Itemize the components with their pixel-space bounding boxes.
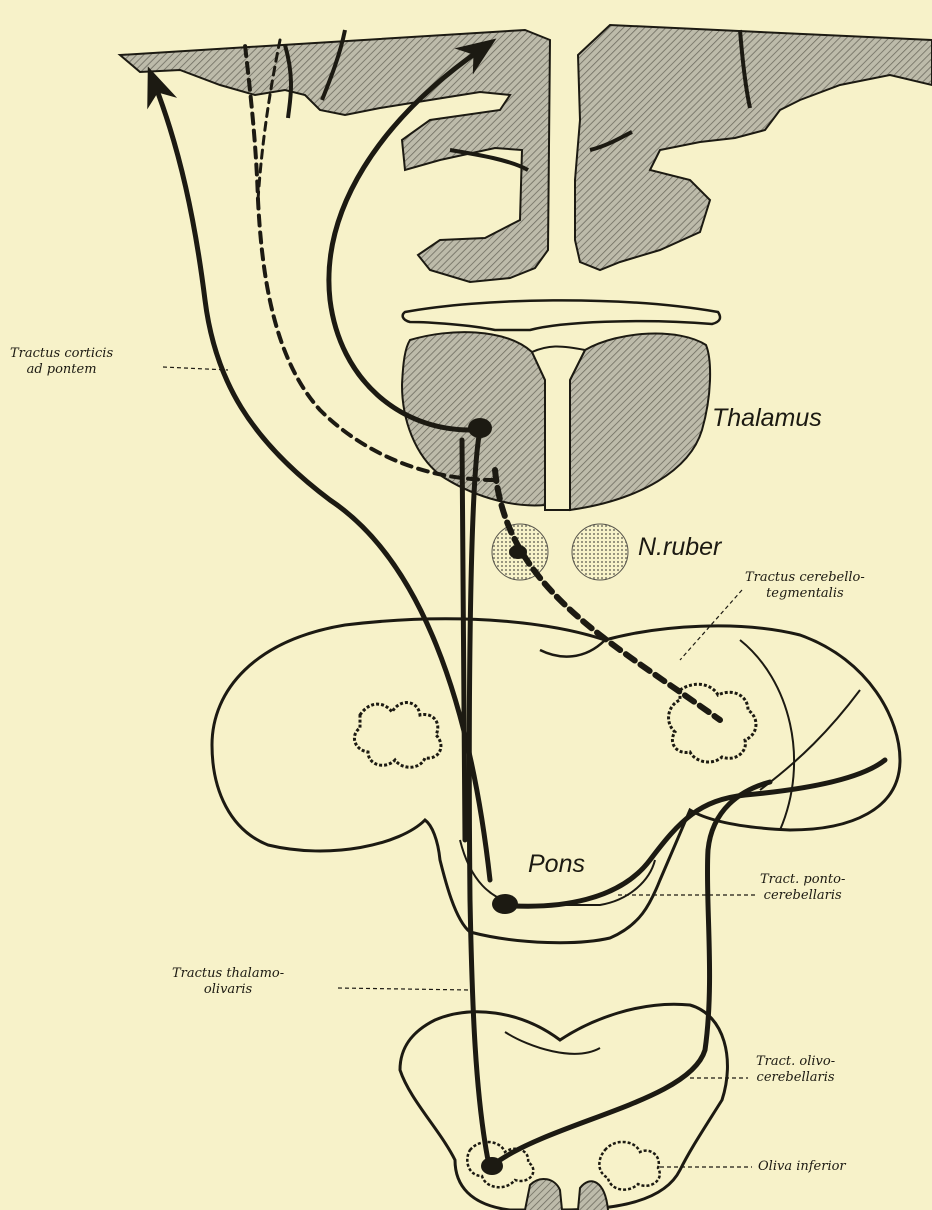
- corpus-callosum: [403, 300, 720, 330]
- label-tract-ponto-cerebellaris: Tract. ponto- cerebellaris: [760, 872, 845, 904]
- thalamus-cell-body: [468, 418, 492, 438]
- cerebellum-fold-1: [740, 640, 794, 830]
- thalamus: [402, 332, 710, 510]
- label-ponto-cerebellaris-line1: Tract. ponto-: [760, 872, 845, 888]
- sulcus-3: [450, 150, 528, 170]
- label-oliva-inferior: Oliva inferior: [758, 1159, 846, 1175]
- pyramids: [525, 1179, 608, 1210]
- central-vertical-path: [462, 440, 465, 840]
- leader-tractus-corticis: [163, 367, 228, 370]
- cerebellum-fold-2: [760, 690, 860, 790]
- dentate-nucleus-right: [669, 684, 756, 762]
- label-thalamo-olivaris-line1: Tractus thalamo-: [172, 966, 284, 982]
- cortex: [120, 25, 932, 282]
- label-thalamo-olivaris-line2: olivaris: [172, 982, 284, 998]
- label-olivo-cerebellaris-line2: cerebellaris: [756, 1070, 835, 1086]
- label-cerebello-tegmentalis-line2: tegmentalis: [745, 586, 865, 602]
- pons-cell-body: [492, 894, 518, 914]
- cerebellum-notch: [540, 640, 605, 657]
- label-tractus-corticis-line1: Tractus corticis: [10, 346, 113, 362]
- label-thalamus: Thalamus: [712, 404, 822, 432]
- oliva-inferior-nucleus-right: [599, 1142, 659, 1190]
- tractus-corticis-path: [155, 85, 490, 880]
- tract-olivo-cerebellaris-path: [500, 782, 770, 1160]
- dentate-nucleus-left: [354, 703, 440, 768]
- cortex-right-hemisphere: [575, 25, 932, 270]
- label-tractus-corticis: Tractus corticis ad pontem: [10, 346, 113, 378]
- label-nucleus-ruber: N.ruber: [638, 533, 721, 561]
- label-tractus-corticis-line2: ad pontem: [10, 362, 113, 378]
- medulla-outline: [400, 1004, 727, 1210]
- label-cerebello-tegmentalis-line1: Tractus cerebello-: [745, 570, 865, 586]
- leader-thalamo-olivaris: [338, 988, 470, 990]
- nucleus-ruber-right: [572, 524, 628, 580]
- olive-cell-body: [481, 1157, 503, 1175]
- label-ponto-cerebellaris-line2: cerebellaris: [760, 888, 845, 904]
- thalamus-right: [570, 334, 710, 510]
- label-tractus-cerebello-tegmentalis: Tractus cerebello- tegmentalis: [745, 570, 865, 602]
- label-pons: Pons: [528, 850, 585, 878]
- label-tractus-thalamo-olivaris: Tractus thalamo- olivaris: [172, 966, 284, 998]
- ruber-cell-body: [509, 545, 527, 559]
- label-tract-olivo-cerebellaris: Tract. olivo- cerebellaris: [756, 1054, 835, 1086]
- label-olivo-cerebellaris-line1: Tract. olivo-: [756, 1054, 835, 1070]
- tractus-cerebello-tegmentalis-path: [495, 470, 720, 720]
